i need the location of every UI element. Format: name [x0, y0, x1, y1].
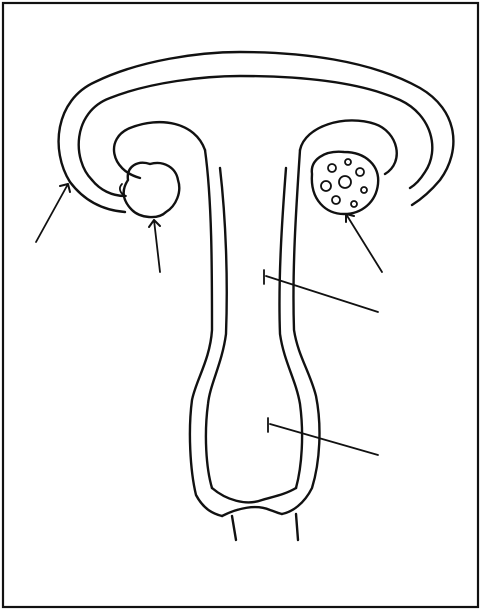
arrow-shaft — [36, 184, 68, 242]
arrow-right-ovary — [346, 214, 382, 272]
follicle — [328, 164, 336, 172]
left-inner-loop — [114, 122, 205, 178]
arrow-shaft — [270, 424, 378, 455]
follicle — [332, 196, 340, 204]
follicle — [351, 201, 357, 207]
left-side — [70, 122, 205, 217]
follicle — [339, 176, 351, 188]
right-inner-loop — [300, 120, 397, 174]
arrow-left-ovary — [149, 220, 160, 272]
follicle — [356, 168, 364, 176]
left-ovary — [124, 163, 180, 217]
right-side — [300, 120, 397, 214]
uterus-right-inner-wall — [279, 168, 302, 488]
arrow-shaft — [154, 220, 160, 272]
follicle — [361, 187, 367, 193]
arrow-cervix — [268, 418, 378, 455]
vaginal-canal-left — [232, 516, 236, 540]
pointer-arrows — [36, 184, 382, 455]
right-ovary-follicles — [321, 159, 367, 207]
arrow-shaft — [346, 214, 382, 272]
uterus — [190, 150, 320, 540]
uterus-base — [222, 507, 282, 516]
follicle — [345, 159, 351, 165]
fallopian-tubes — [59, 52, 454, 205]
arrow-left-fallopian-tube — [36, 184, 70, 242]
inner-tube-outline — [79, 76, 433, 188]
vaginal-canal-right — [296, 514, 298, 540]
arrow-shaft — [266, 276, 378, 312]
page-border — [3, 3, 478, 607]
cervix-opening — [212, 488, 296, 502]
uterus-left-inner-wall — [206, 168, 227, 488]
follicle — [321, 181, 331, 191]
